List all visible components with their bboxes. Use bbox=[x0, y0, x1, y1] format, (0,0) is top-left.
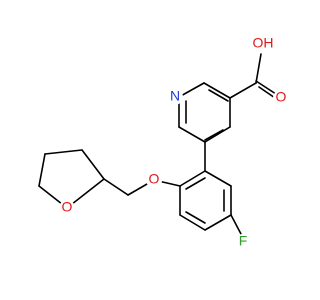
carbonyl-oxygen-label: O bbox=[276, 89, 287, 105]
bond bbox=[204, 170, 232, 187]
bond bbox=[38, 153, 46, 187]
atom-label-oh: OH bbox=[253, 35, 274, 52]
bond bbox=[178, 82, 205, 98]
atom-label-background bbox=[146, 172, 162, 188]
bond bbox=[230, 214, 242, 235]
bond bbox=[44, 149, 83, 155]
atom-label-ether-o: O bbox=[146, 171, 162, 188]
bond bbox=[208, 89, 229, 102]
atom-label-carbonyl-o: O bbox=[273, 89, 289, 106]
bond bbox=[103, 178, 129, 196]
bond bbox=[229, 82, 257, 99]
atom-label-background bbox=[167, 89, 183, 105]
nitrogen-atom-label: N bbox=[170, 88, 180, 104]
bond bbox=[185, 177, 206, 190]
atom-label-f: F bbox=[235, 233, 251, 250]
bond bbox=[179, 214, 206, 231]
bond bbox=[179, 170, 206, 187]
carboxylic-acid-group bbox=[229, 53, 280, 101]
atom-label-background bbox=[253, 36, 273, 52]
molecule-structure: N OH O O O F bbox=[38, 34, 289, 250]
molecule-canvas: N OH O O O F bbox=[38, 34, 289, 250]
bond bbox=[178, 126, 206, 143]
bond bbox=[255, 53, 262, 84]
bond bbox=[81, 149, 105, 180]
ring-oxygen-label: O bbox=[62, 199, 73, 215]
bond bbox=[204, 129, 224, 141]
hydroxyl-atom-label: OH bbox=[253, 35, 274, 51]
bond bbox=[185, 211, 206, 224]
ether-oxygen-label: O bbox=[149, 171, 160, 187]
pyridine-ring bbox=[178, 82, 231, 143]
bond bbox=[204, 126, 231, 143]
phenyl-ring bbox=[179, 170, 232, 231]
ether-linker bbox=[103, 178, 181, 196]
atom-label-background bbox=[273, 90, 289, 106]
bond bbox=[203, 82, 231, 99]
atom-label-n: N bbox=[167, 88, 183, 105]
atom-label-background bbox=[59, 200, 75, 216]
atom-label-background bbox=[235, 234, 251, 250]
atom-label-ring-o: O bbox=[59, 199, 75, 216]
bond bbox=[204, 214, 232, 231]
fluorine-atom-label: F bbox=[239, 233, 248, 249]
